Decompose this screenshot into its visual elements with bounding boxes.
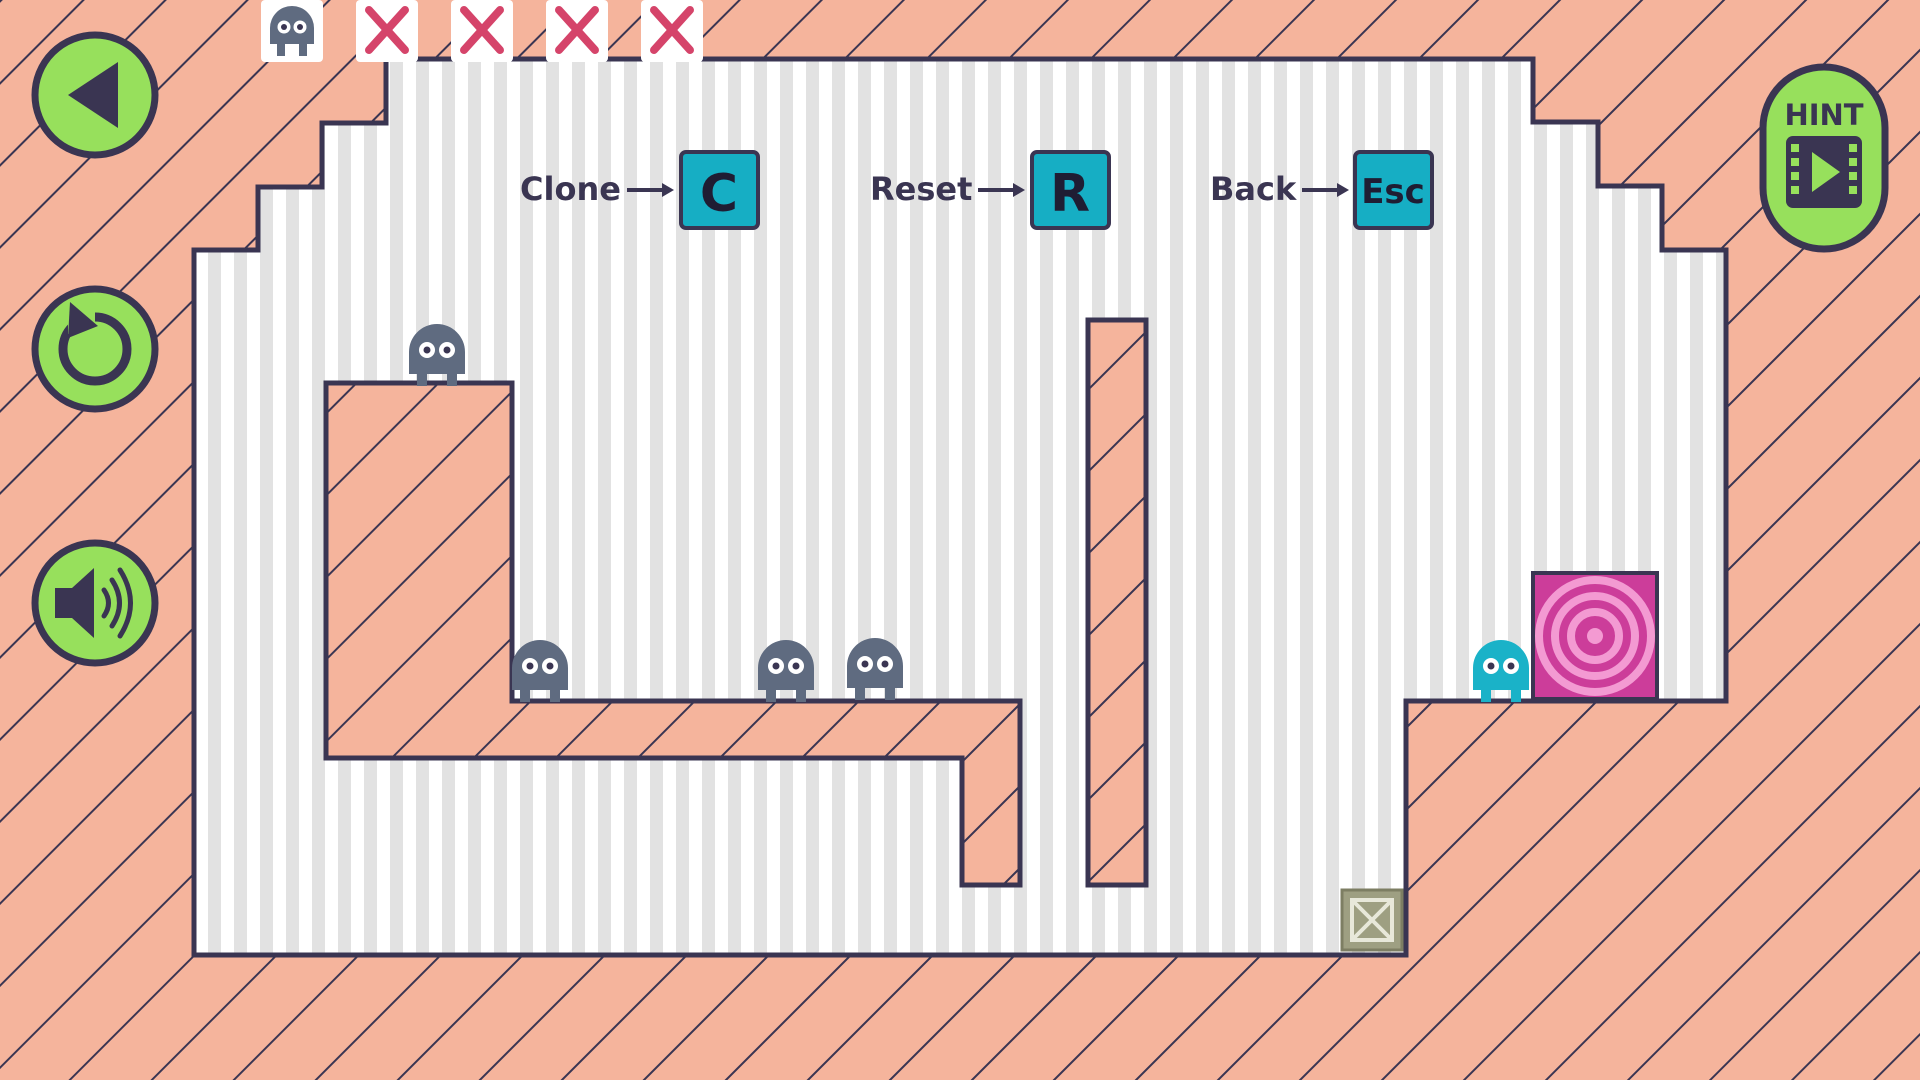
clone-slot-empty xyxy=(546,0,608,62)
speaker-icon xyxy=(55,567,133,639)
clone-character xyxy=(758,640,814,702)
control-reset: Reset R xyxy=(870,150,1111,230)
film-play-icon xyxy=(1786,136,1862,208)
key-cap-label: C xyxy=(700,164,738,224)
sound-button[interactable] xyxy=(31,539,159,667)
l-platform xyxy=(323,380,1023,888)
clone-character xyxy=(847,638,903,700)
player-character xyxy=(1473,640,1529,702)
clone-slot-empty xyxy=(641,0,703,62)
clone-slots xyxy=(261,0,703,62)
control-clone: Clone C xyxy=(520,150,760,230)
key-cap-label: R xyxy=(1050,164,1090,224)
arrow-right-icon xyxy=(978,183,1025,197)
control-back: Back Esc xyxy=(1210,150,1434,230)
restart-icon xyxy=(58,302,132,386)
pillar xyxy=(1085,317,1149,888)
clone-character xyxy=(512,640,568,702)
clone-slot-empty xyxy=(451,0,513,62)
x-icon xyxy=(365,6,409,54)
control-label: Reset xyxy=(870,170,972,208)
skull-icon xyxy=(270,6,314,56)
key-cap xyxy=(1353,150,1434,230)
clone-slot-empty xyxy=(356,0,418,62)
key-cap xyxy=(679,150,760,230)
back-button[interactable] xyxy=(31,31,159,159)
restart-button[interactable] xyxy=(31,285,159,413)
arrow-right-icon xyxy=(627,183,674,197)
x-icon xyxy=(555,6,599,54)
x-icon xyxy=(460,6,504,54)
crate xyxy=(1340,888,1404,952)
x-icon xyxy=(650,6,694,54)
portal xyxy=(1531,571,1659,701)
key-cap xyxy=(1030,150,1111,230)
arrow-right-icon xyxy=(1302,183,1349,197)
controls-legend: Clone C Reset R Back Esc xyxy=(520,150,1434,230)
hint-button[interactable]: HINT xyxy=(1759,63,1889,253)
hint-label: HINT xyxy=(1784,98,1863,132)
back-arrow-icon xyxy=(68,62,118,128)
key-cap-label: Esc xyxy=(1361,172,1425,212)
control-label: Clone xyxy=(520,170,621,208)
clone-slot-available xyxy=(261,0,323,62)
clone-character xyxy=(409,324,465,386)
control-label: Back xyxy=(1210,170,1297,208)
